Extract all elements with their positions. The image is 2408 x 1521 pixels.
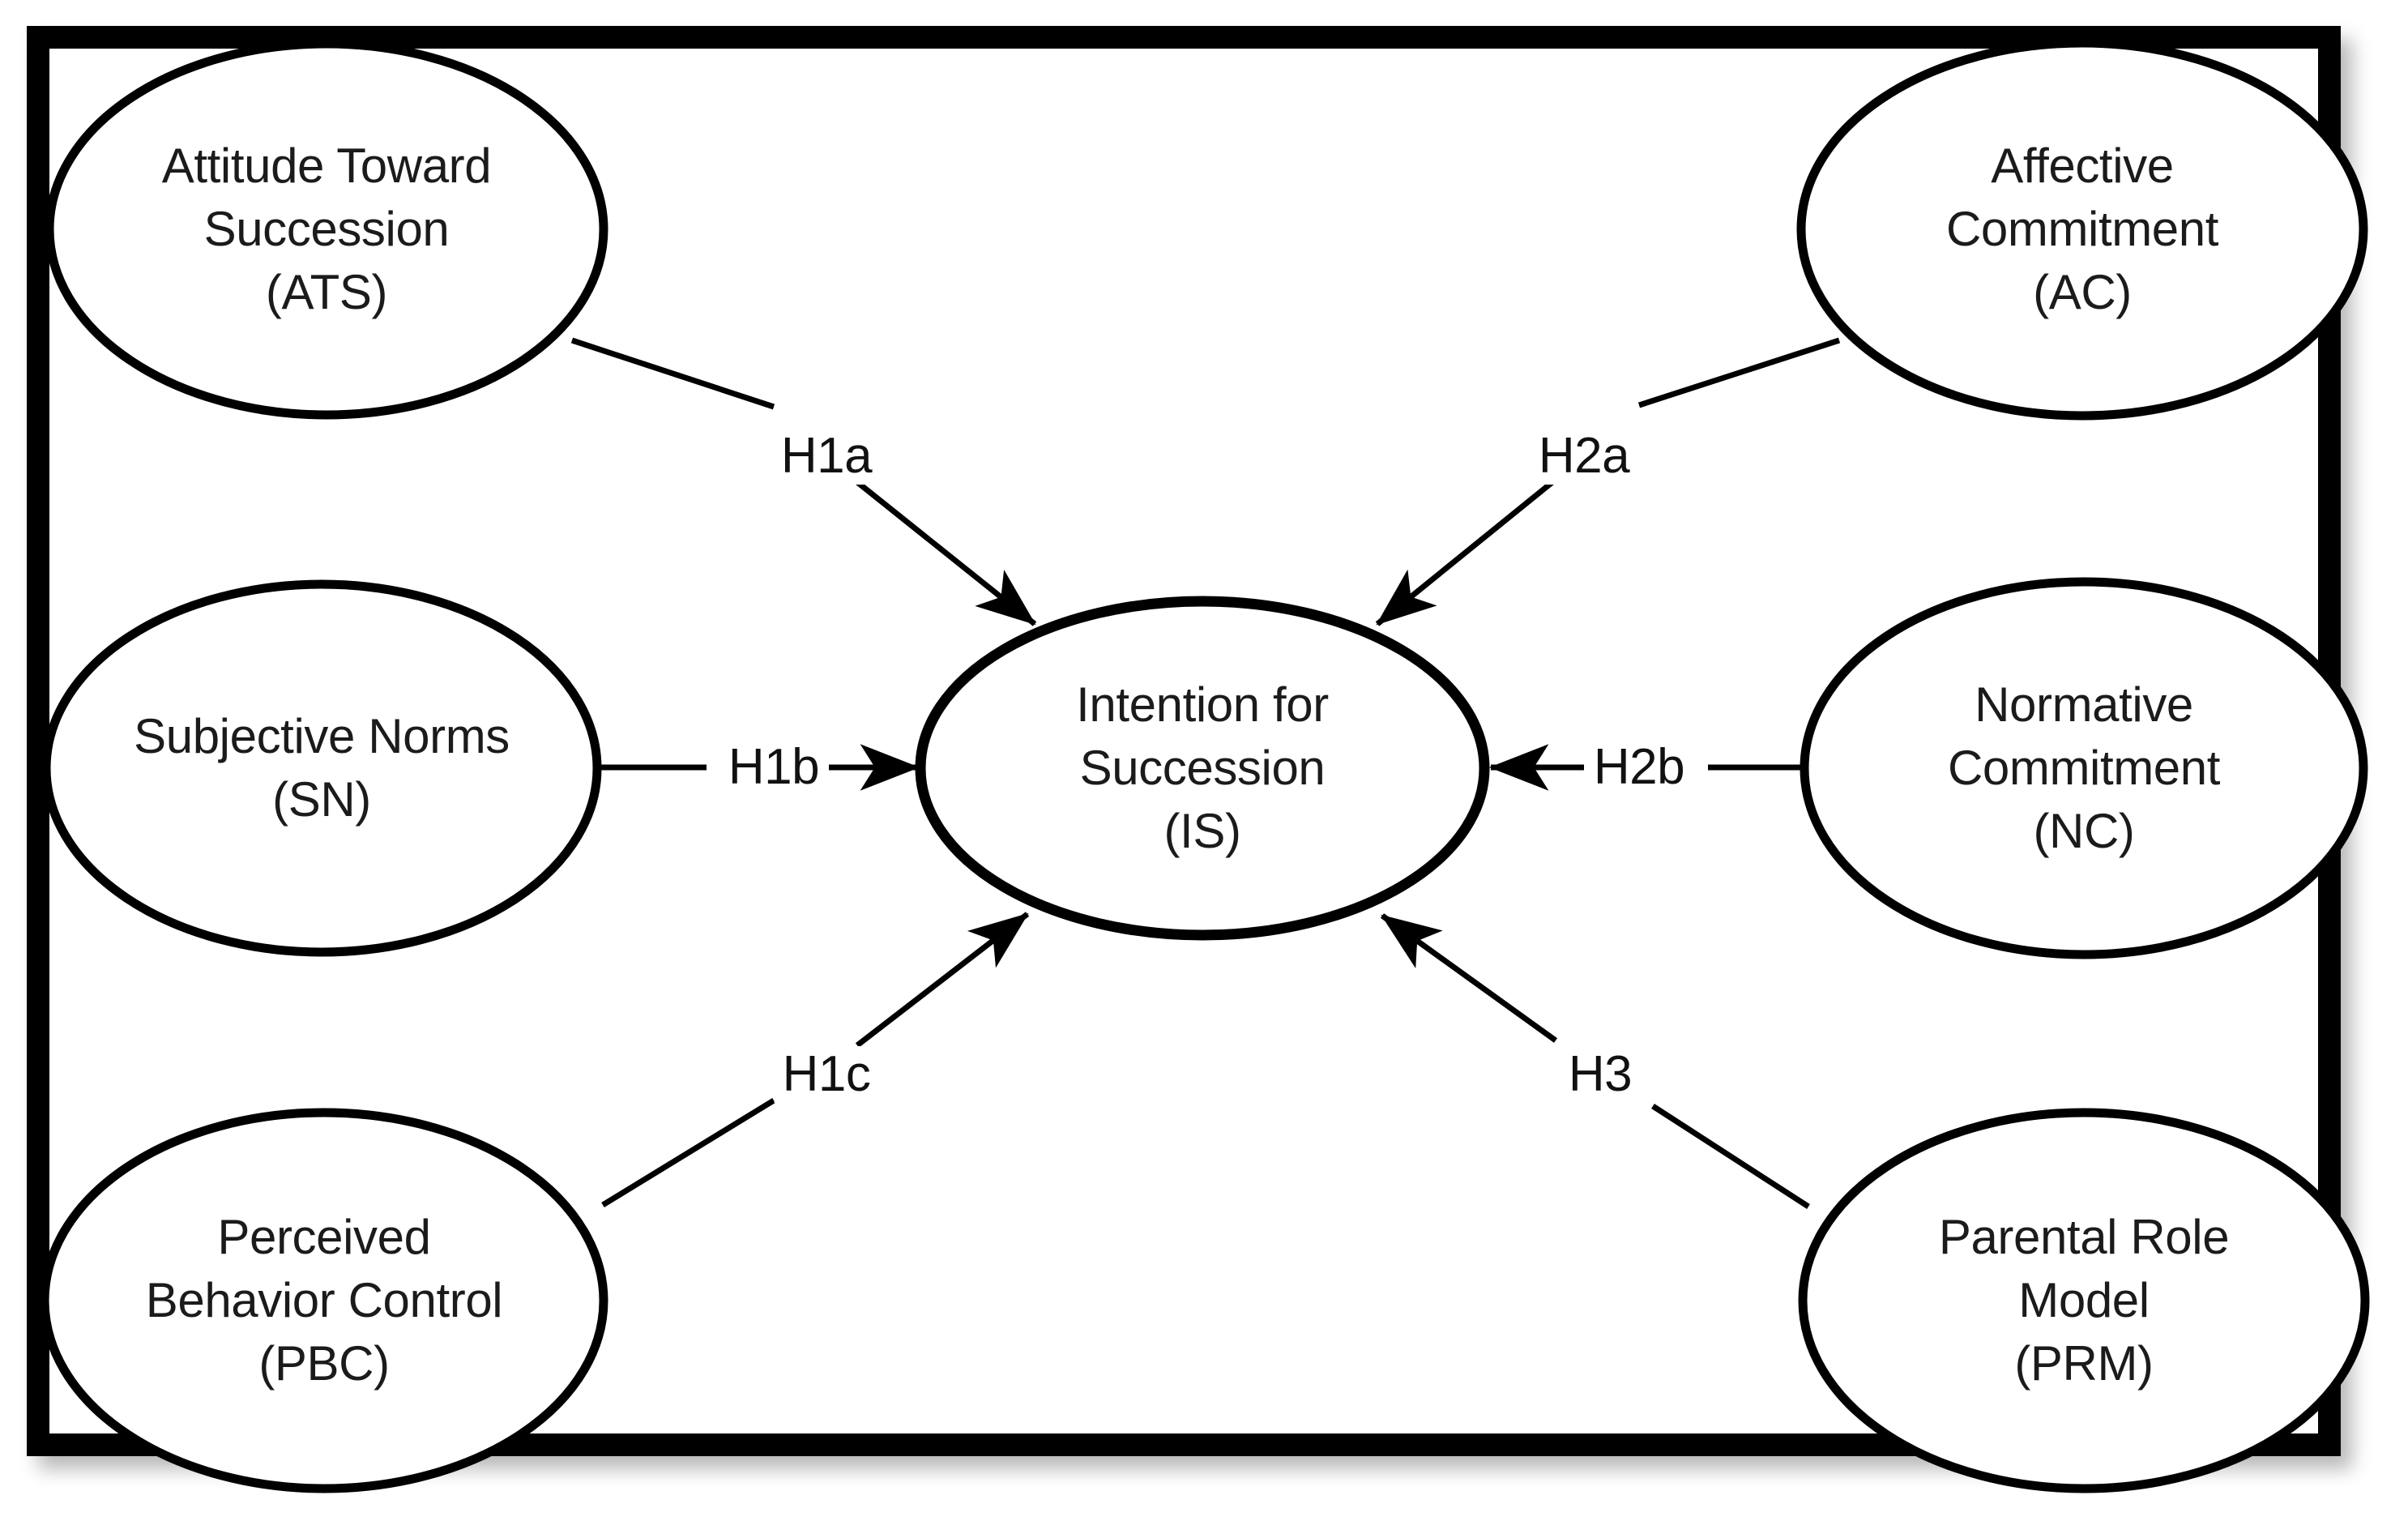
node-ellipse-ac[interactable] <box>1796 38 2368 421</box>
node-ellipse-is[interactable] <box>915 596 1490 941</box>
edge-line-h1c <box>855 912 1030 1048</box>
node-ellipse-prm[interactable] <box>1798 1108 2370 1493</box>
edge-line-h2a <box>1637 337 1841 408</box>
edge-line-h1a <box>570 337 775 410</box>
edge-line-h1a <box>855 480 1037 626</box>
edge-label-h3: H3 <box>1560 1046 1641 1103</box>
edge-label-h1c: H1c <box>774 1046 879 1103</box>
node-ellipse-nc[interactable] <box>1800 577 2368 959</box>
edge-label-h2a: H2a <box>1530 428 1638 485</box>
edge-line-h2a <box>1375 480 1555 626</box>
node-ellipse-sn[interactable] <box>41 579 602 957</box>
edge-line-h3 <box>1651 1104 1810 1209</box>
edge-line-h1c <box>601 1098 775 1207</box>
edge-line-h3 <box>1380 913 1558 1043</box>
edge-label-h1a: H1a <box>772 428 881 485</box>
edge-label-h1b: H1b <box>719 739 828 796</box>
edge-label-h2b: H2b <box>1585 739 1693 796</box>
node-ellipse-pbc[interactable] <box>40 1108 608 1493</box>
edges-layer <box>570 337 1841 1209</box>
nodes-layer <box>40 38 2370 1493</box>
node-ellipse-ats[interactable] <box>45 39 608 420</box>
